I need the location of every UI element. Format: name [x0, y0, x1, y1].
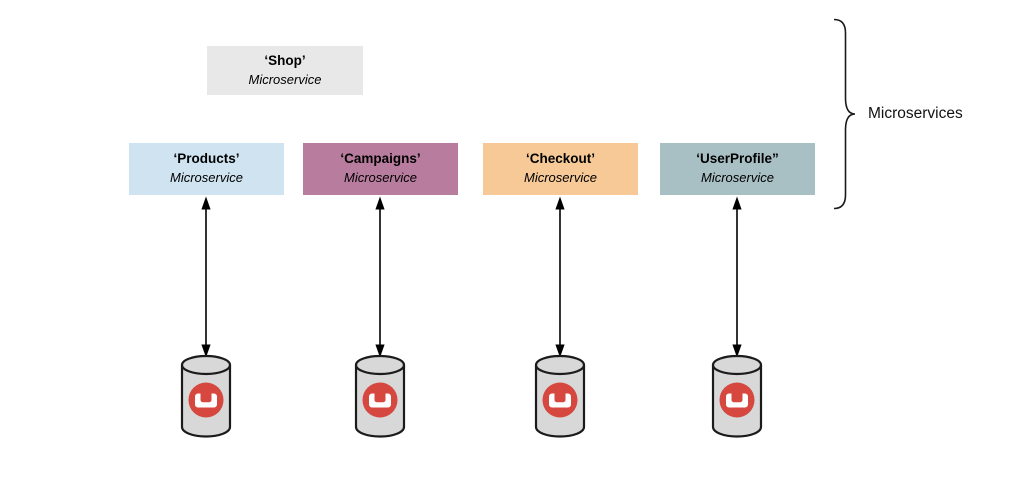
couchbase-couch-glyph: [195, 393, 217, 408]
couchbase-couch-glyph: [549, 393, 571, 408]
double-arrow-userprofile-db: [732, 196, 742, 358]
couchbase-database-icon: [354, 354, 406, 438]
service-name: ‘Checkout’: [525, 151, 595, 167]
service-name: ‘UserProfile”: [696, 151, 779, 167]
double-arrow-products-db: [201, 196, 211, 358]
service-box-userprofile: ‘UserProfile” Microservice: [660, 143, 815, 195]
service-type-label: Microservice: [524, 170, 597, 186]
service-name: ‘Products’: [173, 151, 240, 167]
service-type-label: Microservice: [248, 71, 322, 87]
service-box-shop: ‘Shop’ Microservice: [207, 46, 363, 95]
service-type-label: Microservice: [170, 170, 243, 186]
service-name: ‘Shop’: [264, 52, 306, 68]
double-arrow-checkout-db: [555, 196, 565, 358]
service-name: ‘Campaigns’: [340, 151, 421, 167]
service-box-checkout: ‘Checkout’ Microservice: [483, 143, 638, 195]
couchbase-database-icon: [180, 354, 232, 438]
double-arrow-campaigns-db: [375, 196, 385, 358]
microservices-group-label: Microservices: [868, 105, 963, 122]
couchbase-database-icon: [534, 354, 586, 438]
curly-brace: [833, 18, 856, 210]
service-type-label: Microservice: [701, 170, 774, 186]
service-box-campaigns: ‘Campaigns’ Microservice: [303, 143, 458, 195]
couchbase-couch-glyph: [726, 393, 748, 408]
service-box-products: ‘Products’ Microservice: [129, 143, 284, 195]
service-type-label: Microservice: [344, 170, 417, 186]
couchbase-database-icon: [711, 354, 763, 438]
couchbase-couch-glyph: [369, 393, 391, 408]
